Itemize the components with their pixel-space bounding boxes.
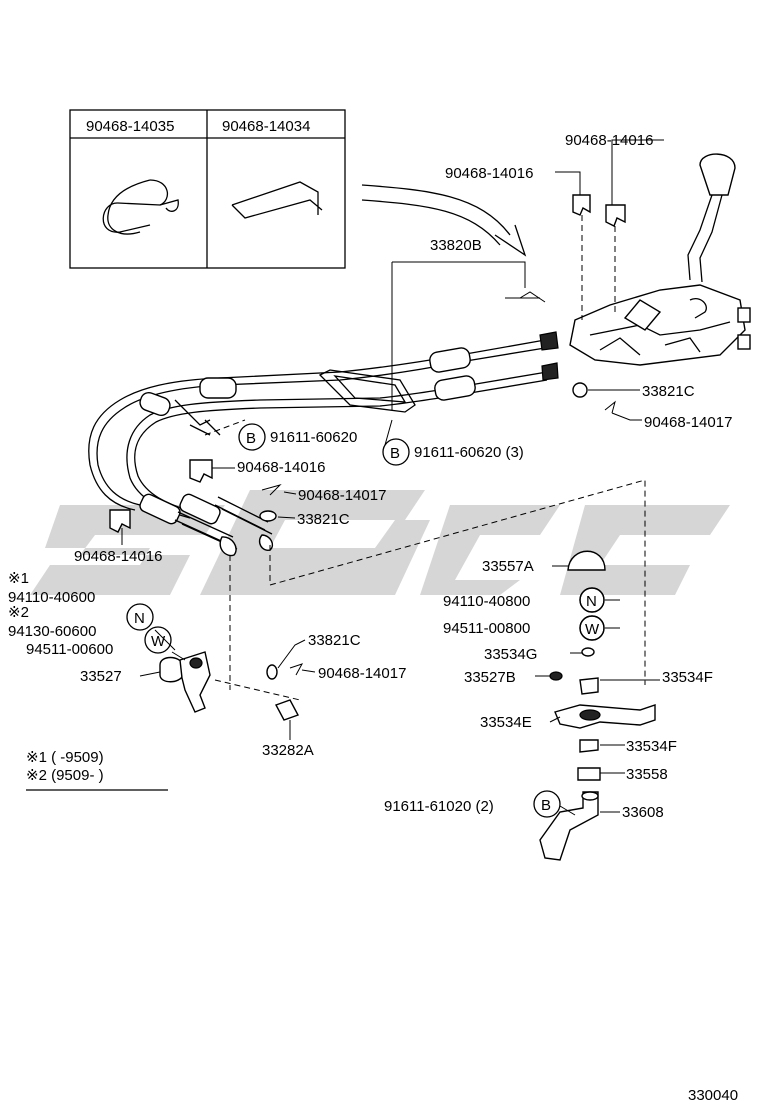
clip-reference-box: 90468-14035 90468-14034 <box>69 109 346 269</box>
label-60600: 94130-60600 <box>8 623 96 640</box>
label-60620: 91611-60620 <box>270 429 357 446</box>
footnote-line-2: ※2 (9509- ) <box>26 767 104 784</box>
label-33534e: 33534E <box>480 714 532 731</box>
diagram-id: 330040 <box>688 1087 738 1104</box>
watermark-logo <box>30 490 730 595</box>
footnote-line-1: ※1 ( -9509) <box>26 749 104 766</box>
washer-33821c-low <box>266 664 278 680</box>
label-33282a: 33282A <box>262 742 314 759</box>
clip-box-left-part: 90468-14035 <box>86 118 174 135</box>
symbol-n-1 <box>126 603 154 631</box>
symbol-w-1 <box>144 626 172 654</box>
label-14017-low: 90468-14017 <box>318 665 406 682</box>
cable-ends <box>139 493 274 557</box>
label-40800: 94110-40800 <box>443 593 530 610</box>
wire-clip-icon <box>231 181 323 219</box>
label-33534g: 33534G <box>484 646 537 663</box>
pointer-arrow <box>361 184 511 236</box>
label-33821c-mid: 33821C <box>297 511 350 528</box>
label-mark-2: ※2 <box>8 604 29 621</box>
label-33557a: 33557A <box>482 558 534 575</box>
clip-box-right-part: 90468-14034 <box>222 118 310 135</box>
label-14017-right: 90468-14017 <box>644 414 732 431</box>
label-40600: 94110-40600 <box>8 589 95 606</box>
label-14016-mid: 90468-14016 <box>237 459 325 476</box>
label-33534f-a: 33534F <box>662 669 713 686</box>
clip-14016-a <box>572 194 591 216</box>
symbol-n-2-text: N <box>586 593 597 610</box>
bushing-33282a <box>275 699 299 721</box>
symbol-b-2-text: B <box>390 445 400 462</box>
symbol-b-2 <box>382 438 410 466</box>
label-33820b: 33820B <box>430 237 482 254</box>
symbol-w-1-text: W <box>151 633 166 650</box>
label-mark-1: ※1 <box>8 570 29 587</box>
label-14016-left: 90468-14016 <box>74 548 162 565</box>
symbol-b-1 <box>238 423 266 451</box>
pin-14017-low <box>289 663 304 676</box>
clip-14016-mid <box>189 459 213 483</box>
label-33558: 33558 <box>626 766 668 783</box>
label-33534f-b: 33534F <box>626 738 677 755</box>
label-14017-mid: 90468-14017 <box>298 487 386 504</box>
clip-14016-left <box>109 509 131 533</box>
shift-cables <box>88 331 559 519</box>
symbol-w-2 <box>579 615 605 641</box>
shift-lever-assembly <box>569 153 751 366</box>
symbol-n-2 <box>579 587 605 613</box>
label-33527b: 33527B <box>464 669 516 686</box>
label-60620-3: 91611-60620 (3) <box>414 444 524 461</box>
symbol-b-1-text: B <box>246 430 256 447</box>
washer-33821c-mid <box>259 510 277 522</box>
symbol-b-3-text: B <box>541 797 551 814</box>
label-33608: 33608 <box>622 804 664 821</box>
symbol-n-1-text: N <box>134 610 145 627</box>
label-33821c-top: 33821C <box>642 383 695 400</box>
selector-parts <box>539 550 656 861</box>
pin-14017-right <box>604 400 642 421</box>
symbol-b-3 <box>533 790 561 818</box>
label-33527: 33527 <box>80 668 122 685</box>
clip-14016-b <box>605 204 626 227</box>
symbol-w-2-text: W <box>585 621 600 638</box>
label-00600: 94511-00600 <box>26 641 113 658</box>
washer-33821c-top <box>572 382 588 398</box>
label-61020: 91611-61020 (2) <box>384 798 494 815</box>
label-33821c-low: 33821C <box>308 632 361 649</box>
pin-14017-mid <box>261 484 282 496</box>
hairpin-clip-icon <box>102 179 169 233</box>
label-clip-top-mid: 90468-14016 <box>445 165 533 182</box>
shift-lever-left <box>159 651 211 713</box>
label-clip-top-right: 90468-14016 <box>565 132 653 149</box>
label-00800: 94511-00800 <box>443 620 530 637</box>
